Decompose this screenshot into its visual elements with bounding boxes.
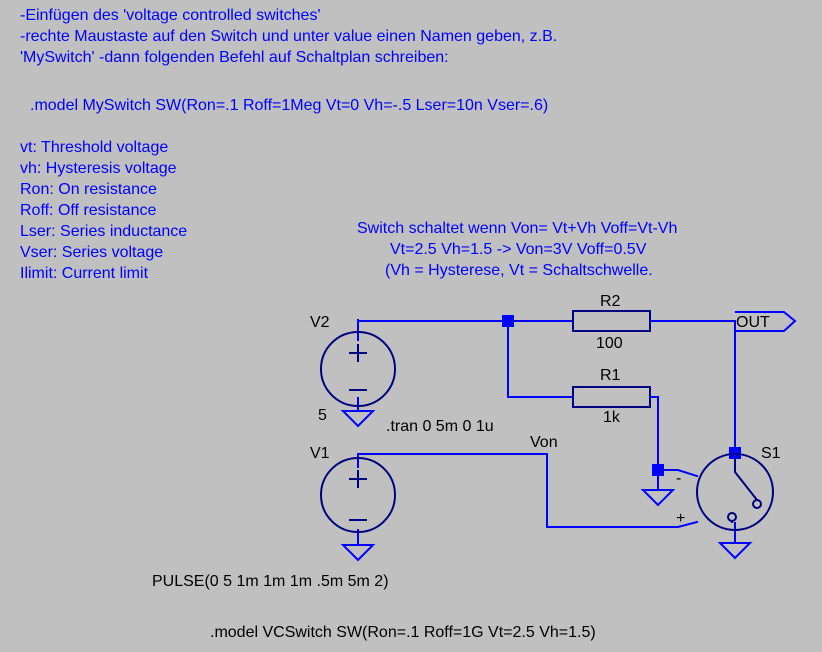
- param-ron: Ron: On resistance: [20, 181, 157, 198]
- junction-dot-top: [502, 315, 514, 327]
- ground-v2: [340, 410, 376, 428]
- ground-v1: [340, 544, 376, 562]
- out-net-flag: [735, 311, 797, 332]
- wire-v2-top: [357, 319, 574, 322]
- v2-value-label[interactable]: 5: [318, 407, 327, 424]
- wire-minus-to-switch: [657, 469, 699, 478]
- switch-minus-sign: -: [676, 470, 682, 487]
- switch-plus-sign: +: [676, 510, 686, 527]
- ground-switch: [717, 542, 753, 560]
- v1-name-label[interactable]: V1: [310, 445, 330, 462]
- s1-name-label[interactable]: S1: [761, 445, 781, 462]
- r2-name-label[interactable]: R2: [600, 293, 621, 310]
- param-roff: Roff: Off resistance: [20, 202, 157, 219]
- r1-name-label[interactable]: R1: [600, 367, 621, 384]
- param-vser: Vser: Series voltage: [20, 244, 164, 261]
- r2-value-label[interactable]: 100: [596, 335, 623, 352]
- param-lser: Lser: Series inductance: [20, 223, 188, 240]
- voltage-controlled-switch-s1: [696, 453, 774, 531]
- von-net-label[interactable]: Von: [530, 434, 558, 451]
- v1-value-label[interactable]: PULSE(0 5 1m 1m 1m .5m 5m 2): [152, 573, 389, 590]
- junction-dot-r1: [652, 464, 664, 476]
- resistor-r1-body: [572, 386, 651, 408]
- param-ilimit: Ilimit: Current limit: [20, 265, 149, 282]
- param-vh: vh: Hysteresis voltage: [20, 160, 177, 177]
- resistor-r2-body: [572, 310, 651, 332]
- explain-line-1: Switch schaltet wenn Von= Vt+Vh Voff=Vt-…: [357, 220, 678, 237]
- wire-r1-switch-minus: [649, 396, 659, 471]
- voltage-source-v2: [320, 331, 396, 407]
- wire-v1-top: [357, 453, 699, 528]
- note-intro-line-1: -Einfügen des 'voltage controlled switch…: [20, 7, 321, 24]
- model-directive[interactable]: .model VCSwitch SW(Ron=.1 Roff=1G Vt=2.5…: [210, 624, 596, 641]
- note-intro-line-3: 'MySwitch' -dann folgenden Befehl auf Sc…: [20, 49, 449, 66]
- note-model-example: .model MySwitch SW(Ron=.1 Roff=1Meg Vt=0…: [30, 97, 549, 114]
- explain-line-2: Vt=2.5 Vh=1.5 -> Von=3V Voff=0.5V: [390, 241, 647, 258]
- tran-directive[interactable]: .tran 0 5m 0 1u: [386, 418, 494, 435]
- v2-name-label[interactable]: V2: [310, 314, 330, 331]
- out-net-label[interactable]: OUT: [736, 314, 770, 331]
- param-vt: vt: Threshold voltage: [20, 139, 169, 156]
- note-intro-line-2: -rechte Maustaste auf den Switch und unt…: [20, 28, 558, 45]
- r1-value-label[interactable]: 1k: [603, 409, 620, 426]
- ground-r1: [640, 489, 676, 507]
- wire-junction-r1: [507, 320, 574, 398]
- voltage-source-v1: [320, 457, 396, 533]
- explain-line-3: (Vh = Hysterese, Vt = Schaltschwelle.: [385, 262, 653, 279]
